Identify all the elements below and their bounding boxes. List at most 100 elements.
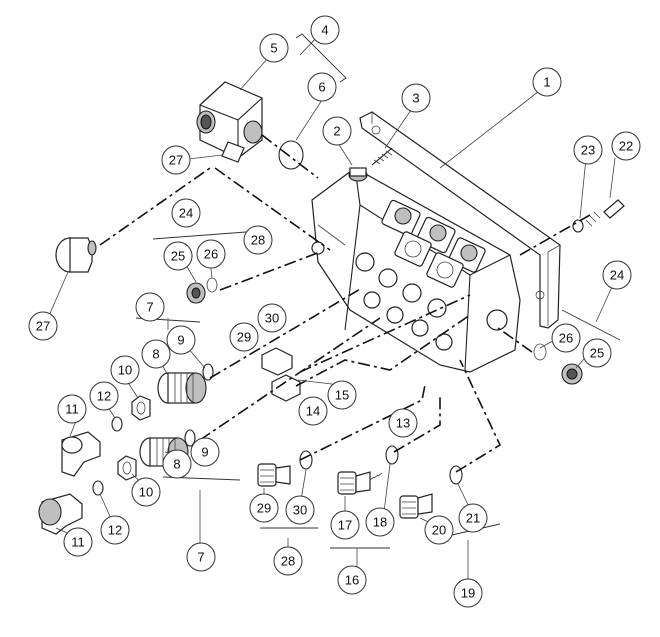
elbow-fitting-27 (55, 237, 97, 273)
callout-27b: 27 (28, 311, 58, 341)
fitting-25-right (533, 343, 583, 385)
svg-text:27: 27 (169, 153, 183, 168)
svg-text:9: 9 (177, 333, 184, 348)
svg-text:9: 9 (201, 445, 208, 460)
svg-text:4: 4 (321, 23, 328, 38)
svg-text:7: 7 (146, 300, 153, 315)
nut-10-lower (117, 455, 137, 481)
seal-9-lower (184, 429, 196, 447)
svg-text:13: 13 (396, 416, 410, 431)
elbow-11-lower (38, 493, 83, 535)
nut-10-upper (131, 395, 151, 421)
callout-5: 5 (259, 33, 289, 63)
svg-text:25: 25 (171, 249, 185, 264)
connector-box (196, 81, 263, 163)
svg-text:12: 12 (108, 523, 122, 538)
callout-22: 22 (611, 131, 641, 161)
callout-9b: 9 (190, 437, 220, 467)
screw (371, 147, 393, 166)
svg-text:23: 23 (581, 143, 595, 158)
svg-text:6: 6 (318, 80, 325, 95)
callout-29a: 29 (229, 322, 259, 352)
callout-1: 1 (532, 67, 562, 97)
callout-7a: 7 (135, 292, 165, 322)
callout-23: 23 (573, 135, 603, 165)
svg-text:19: 19 (461, 586, 475, 601)
svg-text:26: 26 (559, 331, 573, 346)
callout-19: 19 (453, 578, 483, 608)
svg-text:17: 17 (338, 518, 352, 533)
callout-20: 20 (424, 515, 454, 545)
ring-12-upper (111, 416, 123, 432)
svg-text:29: 29 (237, 330, 251, 345)
callout-26b: 26 (551, 323, 581, 353)
callout-25b: 25 (582, 338, 612, 368)
svg-text:8: 8 (173, 457, 180, 472)
callout-17: 17 (330, 510, 360, 540)
svg-text:22: 22 (619, 139, 633, 154)
callout-29b: 29 (249, 493, 279, 523)
svg-text:24: 24 (179, 206, 193, 221)
callout-15: 15 (327, 380, 357, 410)
callout-8a: 8 (141, 339, 171, 369)
callout-27a: 27 (161, 145, 191, 175)
callout-11b: 11 (63, 527, 93, 557)
svg-text:20: 20 (432, 523, 446, 538)
svg-text:5: 5 (270, 41, 277, 56)
svg-text:10: 10 (139, 485, 153, 500)
valve-body (311, 111, 561, 373)
svg-text:28: 28 (251, 233, 265, 248)
svg-text:1: 1 (543, 75, 550, 90)
cartridge-20 (399, 465, 463, 519)
svg-text:11: 11 (71, 535, 85, 550)
fitting-22 (572, 199, 625, 233)
body-ports (311, 199, 508, 351)
callout-14: 14 (298, 396, 328, 426)
svg-text:16: 16 (345, 573, 359, 588)
fitting-25-left (186, 277, 218, 304)
callout-26a: 26 (196, 239, 226, 269)
assembly-lines (99, 134, 591, 473)
seal-9-upper (202, 363, 214, 381)
callout-10a: 10 (110, 355, 140, 385)
svg-text:28: 28 (281, 554, 295, 569)
svg-text:25: 25 (590, 346, 604, 361)
filter-8-upper (157, 372, 207, 404)
svg-text:3: 3 (412, 91, 419, 106)
svg-text:7: 7 (197, 550, 204, 565)
svg-text:10: 10 (118, 363, 132, 378)
svg-text:2: 2 (333, 124, 340, 139)
callout-16: 16 (337, 565, 367, 595)
svg-text:14: 14 (306, 404, 320, 419)
callout-9a: 9 (166, 325, 196, 355)
callout-3: 3 (401, 83, 431, 113)
callout-30a: 30 (257, 303, 287, 333)
callout-11a: 11 (57, 394, 87, 424)
svg-text:29: 29 (257, 501, 271, 516)
callout-28b: 28 (273, 546, 303, 576)
callout-13: 13 (388, 408, 418, 438)
callout-10b: 10 (131, 477, 161, 507)
top-fitting (348, 167, 368, 182)
svg-text:18: 18 (373, 515, 387, 530)
callout-7b: 7 (186, 542, 216, 572)
cartridge-29-upper (261, 347, 301, 402)
callout-8b: 8 (162, 449, 192, 479)
callout-28a: 28 (243, 225, 273, 255)
svg-text:11: 11 (65, 402, 79, 417)
callout-25a: 25 (163, 241, 193, 271)
svg-text:24: 24 (610, 268, 624, 283)
callout-24a: 24 (171, 198, 201, 228)
callout-12a: 12 (89, 381, 119, 411)
o-ring-6 (278, 140, 304, 170)
svg-text:12: 12 (97, 389, 111, 404)
svg-text:8: 8 (152, 347, 159, 362)
svg-text:21: 21 (466, 511, 480, 526)
svg-text:26: 26 (204, 247, 218, 262)
callout-24b: 24 (602, 260, 632, 290)
svg-text:30: 30 (265, 311, 279, 326)
callout-12b: 12 (100, 515, 130, 545)
cartridge-29-lower (257, 450, 313, 487)
svg-text:30: 30 (293, 503, 307, 518)
